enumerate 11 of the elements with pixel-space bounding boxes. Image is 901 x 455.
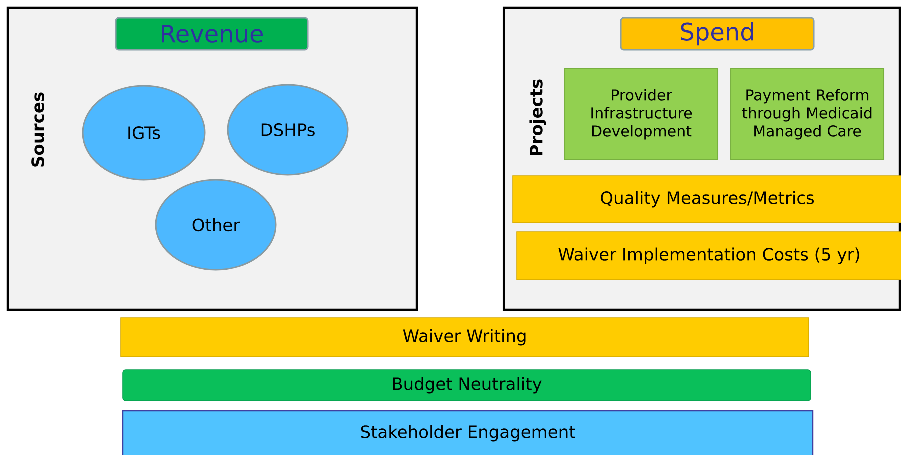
side-label: Sources	[32, 92, 44, 167]
bar: Waiver Writing	[120, 318, 810, 358]
project-box: Provider Infrastructure Development	[564, 68, 719, 160]
bar: Stakeholder Engagement	[122, 410, 814, 455]
bar: Budget Neutrality	[122, 370, 812, 402]
header-box: Revenue	[115, 17, 309, 51]
side-label: Projects	[530, 80, 546, 156]
bar: Waiver Implementation Costs (5 yr)	[516, 232, 901, 280]
header-box: Spend	[620, 17, 815, 51]
bar: Quality Measures/Metrics	[512, 176, 901, 224]
project-box: Payment Reform through Medicaid Managed Care	[730, 68, 884, 160]
